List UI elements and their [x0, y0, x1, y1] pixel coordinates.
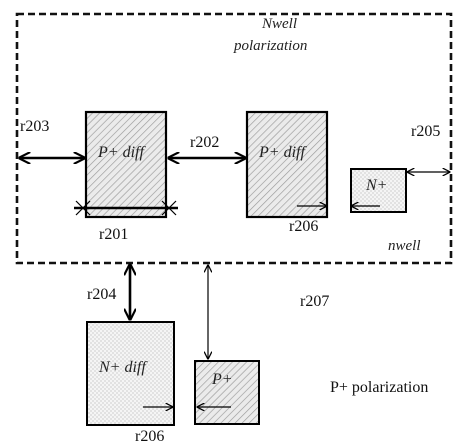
pdiff-left-block — [84, 110, 168, 219]
r206-upper-label: r206 — [289, 218, 318, 235]
pdiff-right-label: P+ diff — [258, 144, 307, 161]
ndiff-block — [86, 321, 175, 426]
nplus-small-block — [350, 168, 407, 213]
ndiff-label: N+ diff — [98, 359, 148, 376]
r202-label: r202 — [190, 134, 219, 151]
nplus-small-label: N+ — [365, 177, 387, 194]
r204-label: r204 — [87, 286, 116, 303]
pdiff-right-block — [245, 110, 329, 219]
r205-label: r205 — [411, 123, 440, 140]
nwell-corner-label: nwell — [388, 238, 421, 254]
r206-lower-label: r206 — [135, 428, 164, 443]
r207-label: r207 — [300, 293, 329, 310]
r203-label: r203 — [20, 118, 49, 135]
p-polarization-label: P+ polarization — [330, 379, 428, 396]
nwell-title-line1: Nwell — [261, 16, 297, 32]
r201-tick-left-b — [75, 200, 91, 216]
pplus-small-block — [194, 360, 260, 425]
pdiff-left-label: P+ diff — [97, 144, 146, 161]
pplus-small-label: P+ — [211, 371, 233, 388]
r201-tick-right-b — [161, 200, 177, 216]
nwell-title-line2: polarization — [233, 38, 307, 54]
r201-label: r201 — [99, 226, 128, 243]
